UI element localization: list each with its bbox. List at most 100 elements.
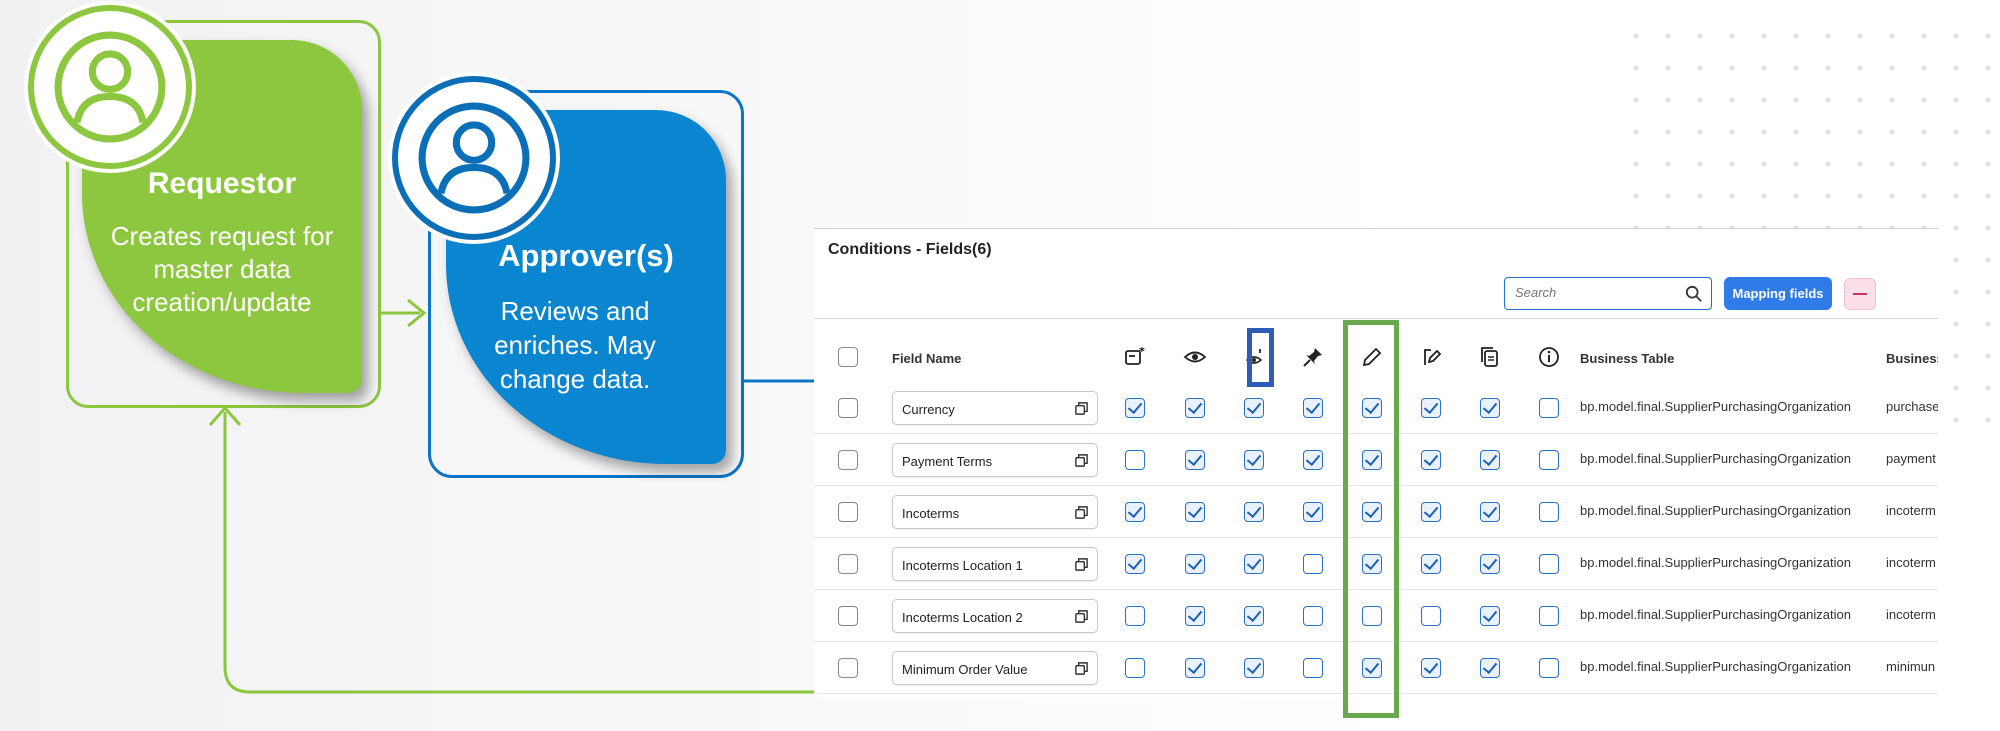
edit-document-checkbox[interactable] (1421, 450, 1441, 470)
hidden-visible-column-highlight (1247, 328, 1274, 387)
copy-checkbox[interactable] (1480, 450, 1500, 470)
business-field-value: incoterm (1886, 503, 1936, 518)
row-select-checkbox[interactable] (838, 450, 858, 470)
visible-checkbox[interactable] (1185, 554, 1205, 574)
pin-checkbox[interactable] (1303, 450, 1323, 470)
table-row: Incoterms bp.model.final.SupplierPurchasi… (814, 486, 1938, 538)
visible-checkbox[interactable] (1185, 398, 1205, 418)
field-name-text: Incoterms (902, 506, 960, 521)
field-name-input[interactable]: Minimum Order Value (892, 651, 1098, 685)
copy-value-icon[interactable] (1074, 609, 1089, 624)
field-name-text: Payment Terms (902, 454, 993, 469)
row-select-checkbox[interactable] (838, 554, 858, 574)
hidden-visible-checkbox[interactable] (1244, 606, 1264, 626)
business-table-value: bp.model.final.SupplierPurchasingOrganiz… (1580, 659, 1851, 674)
copy-value-icon[interactable] (1074, 453, 1089, 468)
table-row: Minimum Order Value bp.model.final.Suppli… (814, 642, 1938, 694)
pin-icon[interactable] (1301, 345, 1325, 369)
field-name-input[interactable]: Payment Terms (892, 443, 1098, 477)
field-name-input[interactable]: Incoterms Location 2 (892, 599, 1098, 633)
edit-icon[interactable] (1360, 345, 1384, 369)
svg-text:*: * (1139, 345, 1145, 358)
hidden-visible-checkbox[interactable] (1244, 502, 1264, 522)
visible-checkbox[interactable] (1185, 502, 1205, 522)
hidden-visible-checkbox[interactable] (1244, 398, 1264, 418)
hidden-visible-checkbox[interactable] (1244, 450, 1264, 470)
info-checkbox[interactable] (1539, 398, 1559, 418)
visible-checkbox[interactable] (1185, 658, 1205, 678)
copy-icon[interactable] (1478, 345, 1502, 369)
copy-checkbox[interactable] (1480, 398, 1500, 418)
info-checkbox[interactable] (1539, 554, 1559, 574)
mandatory-checkbox[interactable] (1125, 450, 1145, 470)
row-select-checkbox[interactable] (838, 502, 858, 522)
info-checkbox[interactable] (1539, 450, 1559, 470)
copy-checkbox[interactable] (1480, 658, 1500, 678)
business-table-value: bp.model.final.SupplierPurchasingOrganiz… (1580, 503, 1851, 518)
edit-checkbox[interactable] (1362, 658, 1382, 678)
info-checkbox[interactable] (1539, 606, 1559, 626)
search-input[interactable] (1515, 285, 1675, 300)
edit-document-checkbox[interactable] (1421, 554, 1441, 574)
hidden-visible-checkbox[interactable] (1244, 658, 1264, 678)
copy-value-icon[interactable] (1074, 661, 1089, 676)
copy-value-icon[interactable] (1074, 505, 1089, 520)
visible-checkbox[interactable] (1185, 450, 1205, 470)
copy-checkbox[interactable] (1480, 502, 1500, 522)
table-row: Incoterms Location 2 bp.model.final.Suppl… (814, 590, 1938, 642)
visible-checkbox[interactable] (1185, 606, 1205, 626)
info-icon[interactable] (1537, 345, 1561, 369)
mandatory-icon[interactable]: * (1123, 345, 1147, 369)
requestor-description: Creates request for master data creation… (110, 221, 334, 317)
field-name-input[interactable]: Incoterms Location 1 (892, 547, 1098, 581)
row-select-checkbox[interactable] (838, 658, 858, 678)
mandatory-checkbox[interactable] (1125, 398, 1145, 418)
conditions-fields-panel: Conditions - Fields(6) Mapping fields Fi… (814, 228, 1938, 698)
mandatory-checkbox[interactable] (1125, 554, 1145, 574)
field-name-input[interactable]: Currency (892, 391, 1098, 425)
edit-checkbox[interactable] (1362, 398, 1382, 418)
mandatory-checkbox[interactable] (1125, 606, 1145, 626)
edit-document-checkbox[interactable] (1421, 398, 1441, 418)
edit-checkbox[interactable] (1362, 554, 1382, 574)
approver-frame (428, 90, 744, 478)
edit-document-checkbox[interactable] (1421, 502, 1441, 522)
business-table-value: bp.model.final.SupplierPurchasingOrganiz… (1580, 451, 1851, 466)
select-all-checkbox[interactable] (838, 347, 858, 367)
edit-checkbox[interactable] (1362, 502, 1382, 522)
copy-value-icon[interactable] (1074, 557, 1089, 572)
edit-checkbox[interactable] (1362, 450, 1382, 470)
pin-checkbox[interactable] (1303, 606, 1323, 626)
mandatory-checkbox[interactable] (1125, 502, 1145, 522)
edit-checkbox[interactable] (1362, 606, 1382, 626)
pin-checkbox[interactable] (1303, 554, 1323, 574)
copy-checkbox[interactable] (1480, 606, 1500, 626)
search-field[interactable] (1504, 277, 1712, 310)
header-business-table: Business Table (1580, 351, 1675, 366)
copy-checkbox[interactable] (1480, 554, 1500, 574)
remove-button[interactable] (1844, 278, 1876, 310)
search-icon[interactable] (1685, 285, 1703, 303)
pin-checkbox[interactable] (1303, 658, 1323, 678)
field-name-input[interactable]: Incoterms (892, 495, 1098, 529)
mandatory-checkbox[interactable] (1125, 658, 1145, 678)
edit-document-checkbox[interactable] (1421, 606, 1441, 626)
edit-document-icon[interactable] (1419, 345, 1443, 369)
pin-checkbox[interactable] (1303, 502, 1323, 522)
pin-checkbox[interactable] (1303, 398, 1323, 418)
field-name-text: Currency (902, 402, 955, 417)
info-checkbox[interactable] (1539, 502, 1559, 522)
copy-value-icon[interactable] (1074, 401, 1089, 416)
visible-icon[interactable] (1183, 345, 1207, 369)
approver-title: Approver(s) (498, 238, 674, 273)
info-checkbox[interactable] (1539, 658, 1559, 678)
row-select-checkbox[interactable] (838, 398, 858, 418)
edit-column-highlight (1343, 320, 1399, 718)
row-select-checkbox[interactable] (838, 606, 858, 626)
requestor-frame (66, 20, 381, 408)
mapping-fields-button[interactable]: Mapping fields (1724, 277, 1832, 310)
hidden-visible-checkbox[interactable] (1244, 554, 1264, 574)
business-field-value: incoterm (1886, 607, 1936, 622)
edit-document-checkbox[interactable] (1421, 658, 1441, 678)
business-table-value: bp.model.final.SupplierPurchasingOrganiz… (1580, 607, 1851, 622)
